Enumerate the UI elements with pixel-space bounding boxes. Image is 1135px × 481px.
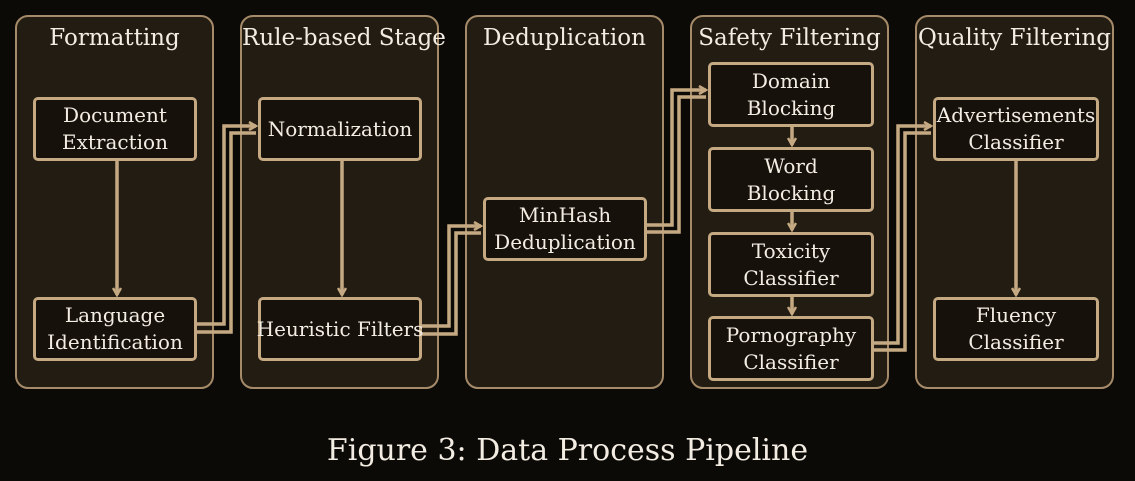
normalization-label: Normalization [267,116,413,141]
stage-title-formatting: Formatting [49,25,180,51]
domain-blocking-line-2: Blocking [746,95,836,120]
advertisements-classifier-line-2: Classifier [968,130,1064,154]
language-identification-box: Language Identification [33,297,197,361]
word-blocking-line-2: Blocking [746,180,836,205]
advertisements-classifier-box: Advertisements Classifier [933,97,1099,161]
document-extraction-box: Document Extraction [33,97,197,161]
pornography-classifier-line-2: Classifier [743,349,839,374]
minhash-line-1: MinHash [518,203,612,227]
pornography-classifier-box: Pornography Classifier [708,316,874,381]
fluency-classifier-box: Fluency Classifier [933,297,1099,361]
pornography-classifier-line-1: Pornography [725,322,857,347]
word-blocking-box: Word Blocking [708,147,874,212]
fluency-classifier-line-1: Fluency [975,303,1057,327]
toxicity-classifier-line-1: Toxicity [751,238,831,263]
language-identification-line-1: Language [64,303,166,327]
word-blocking-line-1: Word [764,153,818,178]
stage-title-safety-filtering: Safety Filtering [698,25,881,51]
toxicity-classifier-line-2: Classifier [743,265,839,290]
domain-blocking-box: Domain Blocking [708,62,874,127]
document-extraction-line-1: Document [63,103,167,127]
toxicity-classifier-box: Toxicity Classifier [708,232,874,297]
domain-blocking-line-1: Domain [751,68,831,93]
fluency-classifier-line-2: Classifier [968,330,1064,354]
minhash-deduplication-box: MinHash Deduplication [483,197,647,261]
language-identification-line-2: Identification [47,330,183,354]
heuristic-filters-label: Heuristic Filters [256,316,424,341]
stage-title-quality-filtering: Quality Filtering [917,25,1112,51]
advertisements-classifier-line-1: Advertisements [936,103,1096,127]
minhash-line-2: Deduplication [494,230,636,254]
normalization-box: Normalization [258,97,422,161]
stage-title-deduplication: Deduplication [483,25,646,51]
document-extraction-line-2: Extraction [62,130,168,154]
heuristic-filters-box: Heuristic Filters [256,297,424,361]
stage-title-rule-based: Rule-based Stage [242,25,446,51]
figure-caption: Figure 3: Data Process Pipeline [326,433,809,468]
